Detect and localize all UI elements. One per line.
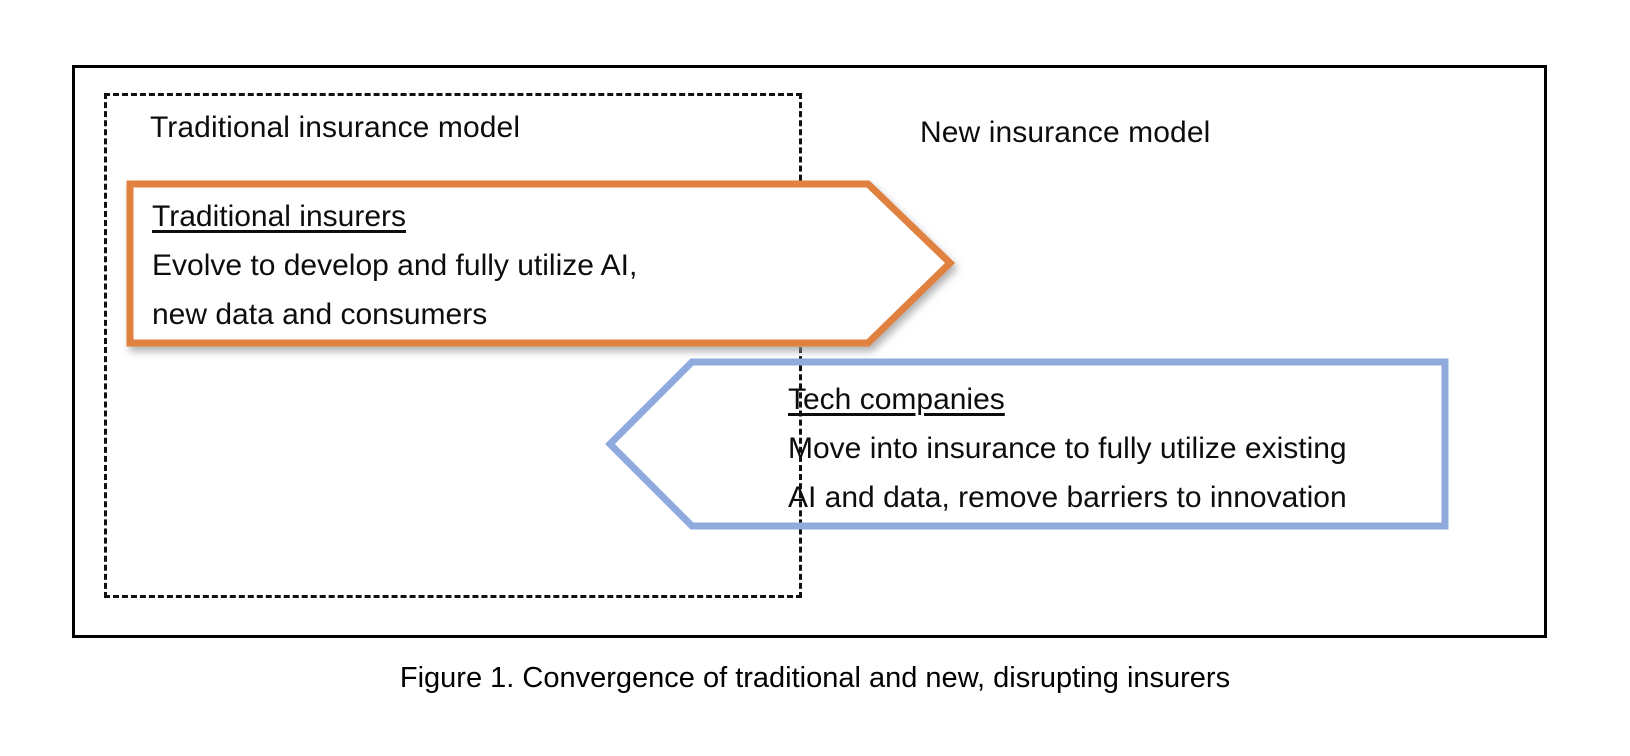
- new-insurance-model-label: New insurance model: [920, 116, 1211, 149]
- traditional-insurers-heading: Traditional insurers: [152, 200, 406, 233]
- tech-companies-line-2: AI and data, remove barriers to innovati…: [788, 481, 1347, 514]
- new-insurance-model-boundary: [72, 65, 1547, 638]
- tech-companies-heading: Tech companies: [788, 383, 1005, 416]
- traditional-insurance-model-boundary: [104, 93, 802, 598]
- traditional-insurers-text-block: Traditional insurers Evolve to develop a…: [152, 192, 637, 339]
- traditional-insurers-line-1: Evolve to develop and fully utilize AI,: [152, 249, 638, 282]
- traditional-insurance-model-label: Traditional insurance model: [150, 111, 521, 144]
- tech-companies-line-1: Move into insurance to fully utilize exi…: [788, 432, 1347, 465]
- tech-companies-text-block: Tech companies Move into insurance to fu…: [788, 375, 1347, 522]
- traditional-insurers-line-2: new data and consumers: [152, 298, 488, 331]
- figure-caption: Figure 1. Convergence of traditional and…: [399, 662, 1231, 694]
